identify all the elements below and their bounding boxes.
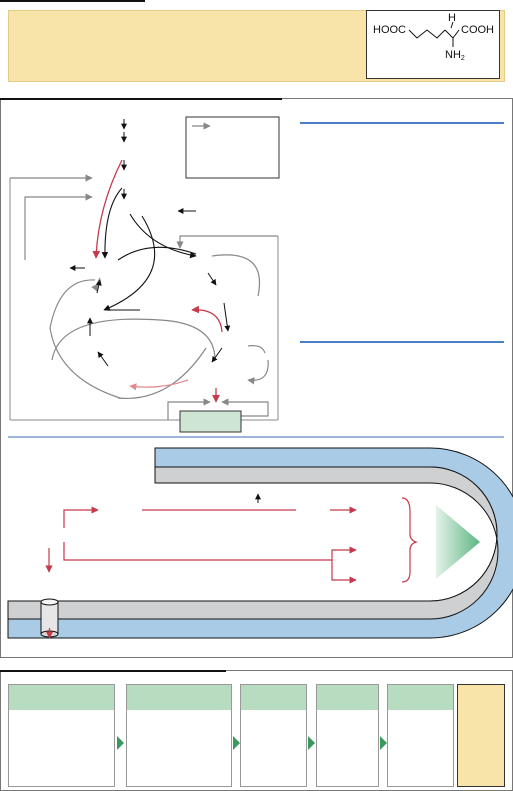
pink-arrow: [129, 379, 189, 391]
signal-arrow-4: [63, 542, 357, 561]
triangle-right-icon: [233, 736, 240, 750]
cylinder-channel-icon: [40, 598, 59, 639]
step-box-3: [240, 684, 307, 787]
cycle-arrow-up-left: [97, 351, 109, 367]
structure-h-label: H: [448, 12, 456, 24]
gray-into-box-right: [221, 398, 269, 417]
output-box: [179, 410, 242, 433]
cycle-arrow-up-2: [95, 279, 102, 294]
step-box-1: [8, 684, 115, 787]
cycle-arrow-right: [207, 272, 217, 286]
glutamate-structure-diagram: [408, 21, 460, 47]
gray-into-box: [167, 398, 211, 420]
diagram-canvas: [7, 116, 513, 639]
gray-top-return: [176, 235, 278, 249]
final-box: [457, 684, 505, 787]
gray-left-loop: [49, 279, 121, 399]
step-header-4: [317, 685, 378, 710]
cycle-arrow-down: [223, 302, 231, 332]
triangle-right-icon: [117, 736, 124, 750]
step-box-2: [126, 684, 232, 787]
structure-box: HOOC COOH H NH2: [366, 10, 500, 79]
structure-amine-label: NH2: [445, 49, 465, 62]
triangle-right-icon: [380, 736, 387, 750]
main-red-arrow: [92, 159, 123, 259]
gray-right-small-2: [247, 359, 269, 385]
header-tab-line: [0, 0, 145, 2]
curve-top-loop: [117, 246, 197, 261]
step-box-5: [387, 684, 454, 787]
step-header-5: [388, 685, 453, 710]
pathway-tab-line: [0, 98, 282, 100]
gray-right-loop: [211, 254, 260, 297]
pathway-scheme: [9, 116, 280, 433]
curve-cross: [103, 215, 156, 311]
triangle-right-icon: [308, 736, 315, 750]
signal-arrow-1: [63, 506, 99, 528]
step-header-2: [127, 685, 231, 710]
structure-right-group: COOH: [461, 24, 494, 36]
step-header-3: [241, 685, 306, 710]
step-header-1: [9, 685, 114, 710]
legend-box: [185, 116, 280, 179]
gray-right-small: [247, 345, 266, 354]
red-return-arrow: [191, 305, 223, 333]
inner-membrane-band: [7, 466, 499, 620]
black-curve-down: [101, 187, 123, 259]
gray-bottom-curve: [117, 347, 207, 400]
structure-left-group: HOOC: [373, 24, 406, 36]
signal-arrow-5: [331, 560, 357, 584]
gray-lower-loop: [51, 318, 216, 361]
bracket: [401, 497, 418, 583]
vesicle-cone: [436, 505, 480, 579]
curve-to-right-node: [129, 213, 197, 259]
feedback-line-second: [24, 193, 93, 260]
step-arrows: [117, 736, 387, 750]
cycle-arrow-down-left: [211, 347, 223, 363]
synapse-membrane: [7, 447, 513, 639]
step-box-4: [316, 684, 379, 787]
steps-tab-line: [0, 670, 226, 672]
